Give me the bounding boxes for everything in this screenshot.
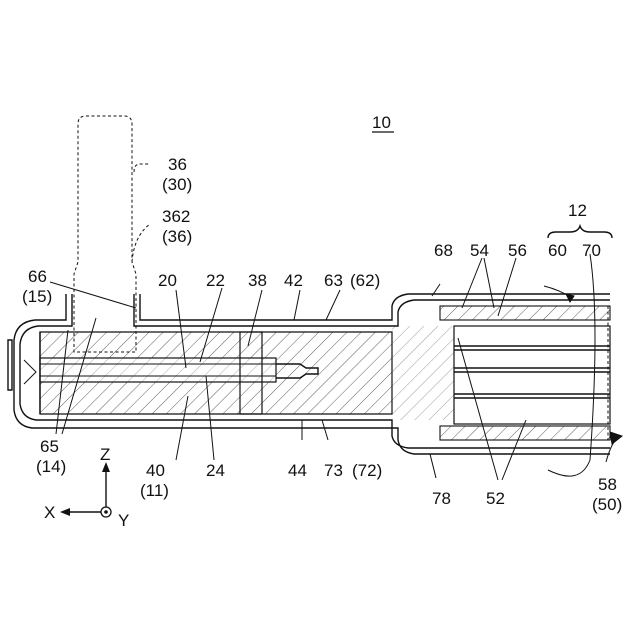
label-24: 24	[206, 461, 225, 480]
label-12: 12	[568, 201, 587, 220]
label-70: 70	[582, 241, 601, 260]
reference-labels: 10 36 (30) 362 (36) 12 66 (15) 20 22 38 …	[22, 113, 622, 530]
label-50: (50)	[592, 495, 622, 514]
label-362: 362	[162, 207, 190, 226]
label-44: 44	[288, 461, 307, 480]
label-66: 66	[28, 267, 47, 286]
label-54: 54	[470, 241, 489, 260]
label-15: (15)	[22, 287, 52, 306]
label-52: 52	[486, 489, 505, 508]
figure-number: 10	[372, 113, 391, 132]
label-72: (72)	[352, 461, 382, 480]
label-60: 60	[548, 241, 567, 260]
label-62: (62)	[350, 271, 380, 290]
label-63: 63	[324, 271, 343, 290]
label-14: (14)	[36, 457, 66, 476]
label-58: 58	[598, 475, 617, 494]
label-40: 40	[146, 461, 165, 480]
label-56: 56	[508, 241, 527, 260]
label-68: 68	[434, 241, 453, 260]
label-78: 78	[432, 489, 451, 508]
label-73: 73	[324, 461, 343, 480]
label-20: 20	[158, 271, 177, 290]
axis-x-label: X	[44, 503, 55, 522]
axis-indicator	[60, 462, 111, 517]
label-30: (30)	[162, 175, 192, 194]
label-42: 42	[284, 271, 303, 290]
label-22: 22	[206, 271, 225, 290]
label-38: 38	[248, 271, 267, 290]
label-65: 65	[40, 437, 59, 456]
axis-z-label: Z	[100, 445, 110, 464]
tool-36-outline	[74, 116, 136, 352]
label-11: (11)	[140, 481, 169, 500]
brace-12	[548, 226, 612, 238]
label-36: 36	[168, 155, 187, 174]
label-36b: (36)	[162, 227, 192, 246]
axis-y-label: Y	[118, 511, 129, 530]
electrode-stack	[392, 306, 610, 440]
